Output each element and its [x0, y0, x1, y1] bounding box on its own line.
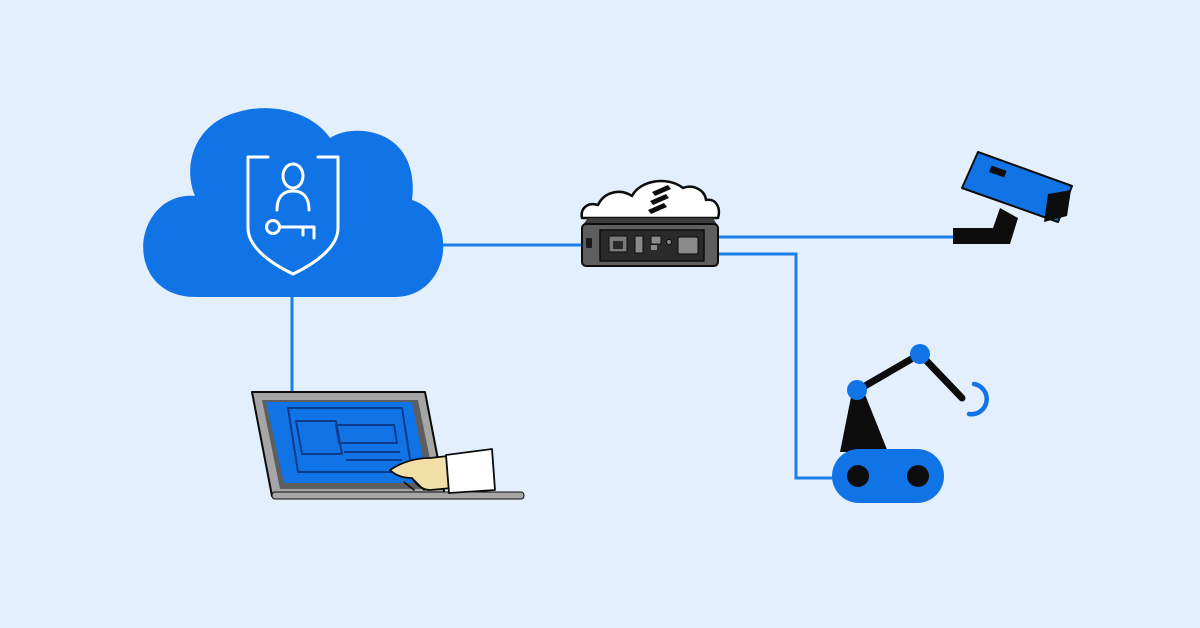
shield-user-key-icon	[246, 155, 340, 276]
connection-lines	[290, 235, 955, 480]
ericsson-logo-icon	[648, 185, 671, 214]
gateway-cloud-icon	[580, 179, 721, 220]
security-camera-icon	[953, 151, 1073, 244]
hand-icon	[389, 448, 496, 494]
iot-gateway-router-icon	[581, 218, 719, 267]
robotic-arm-icon	[832, 344, 989, 503]
cloud-icon	[143, 108, 444, 297]
gateway-robot-link	[718, 252, 834, 480]
